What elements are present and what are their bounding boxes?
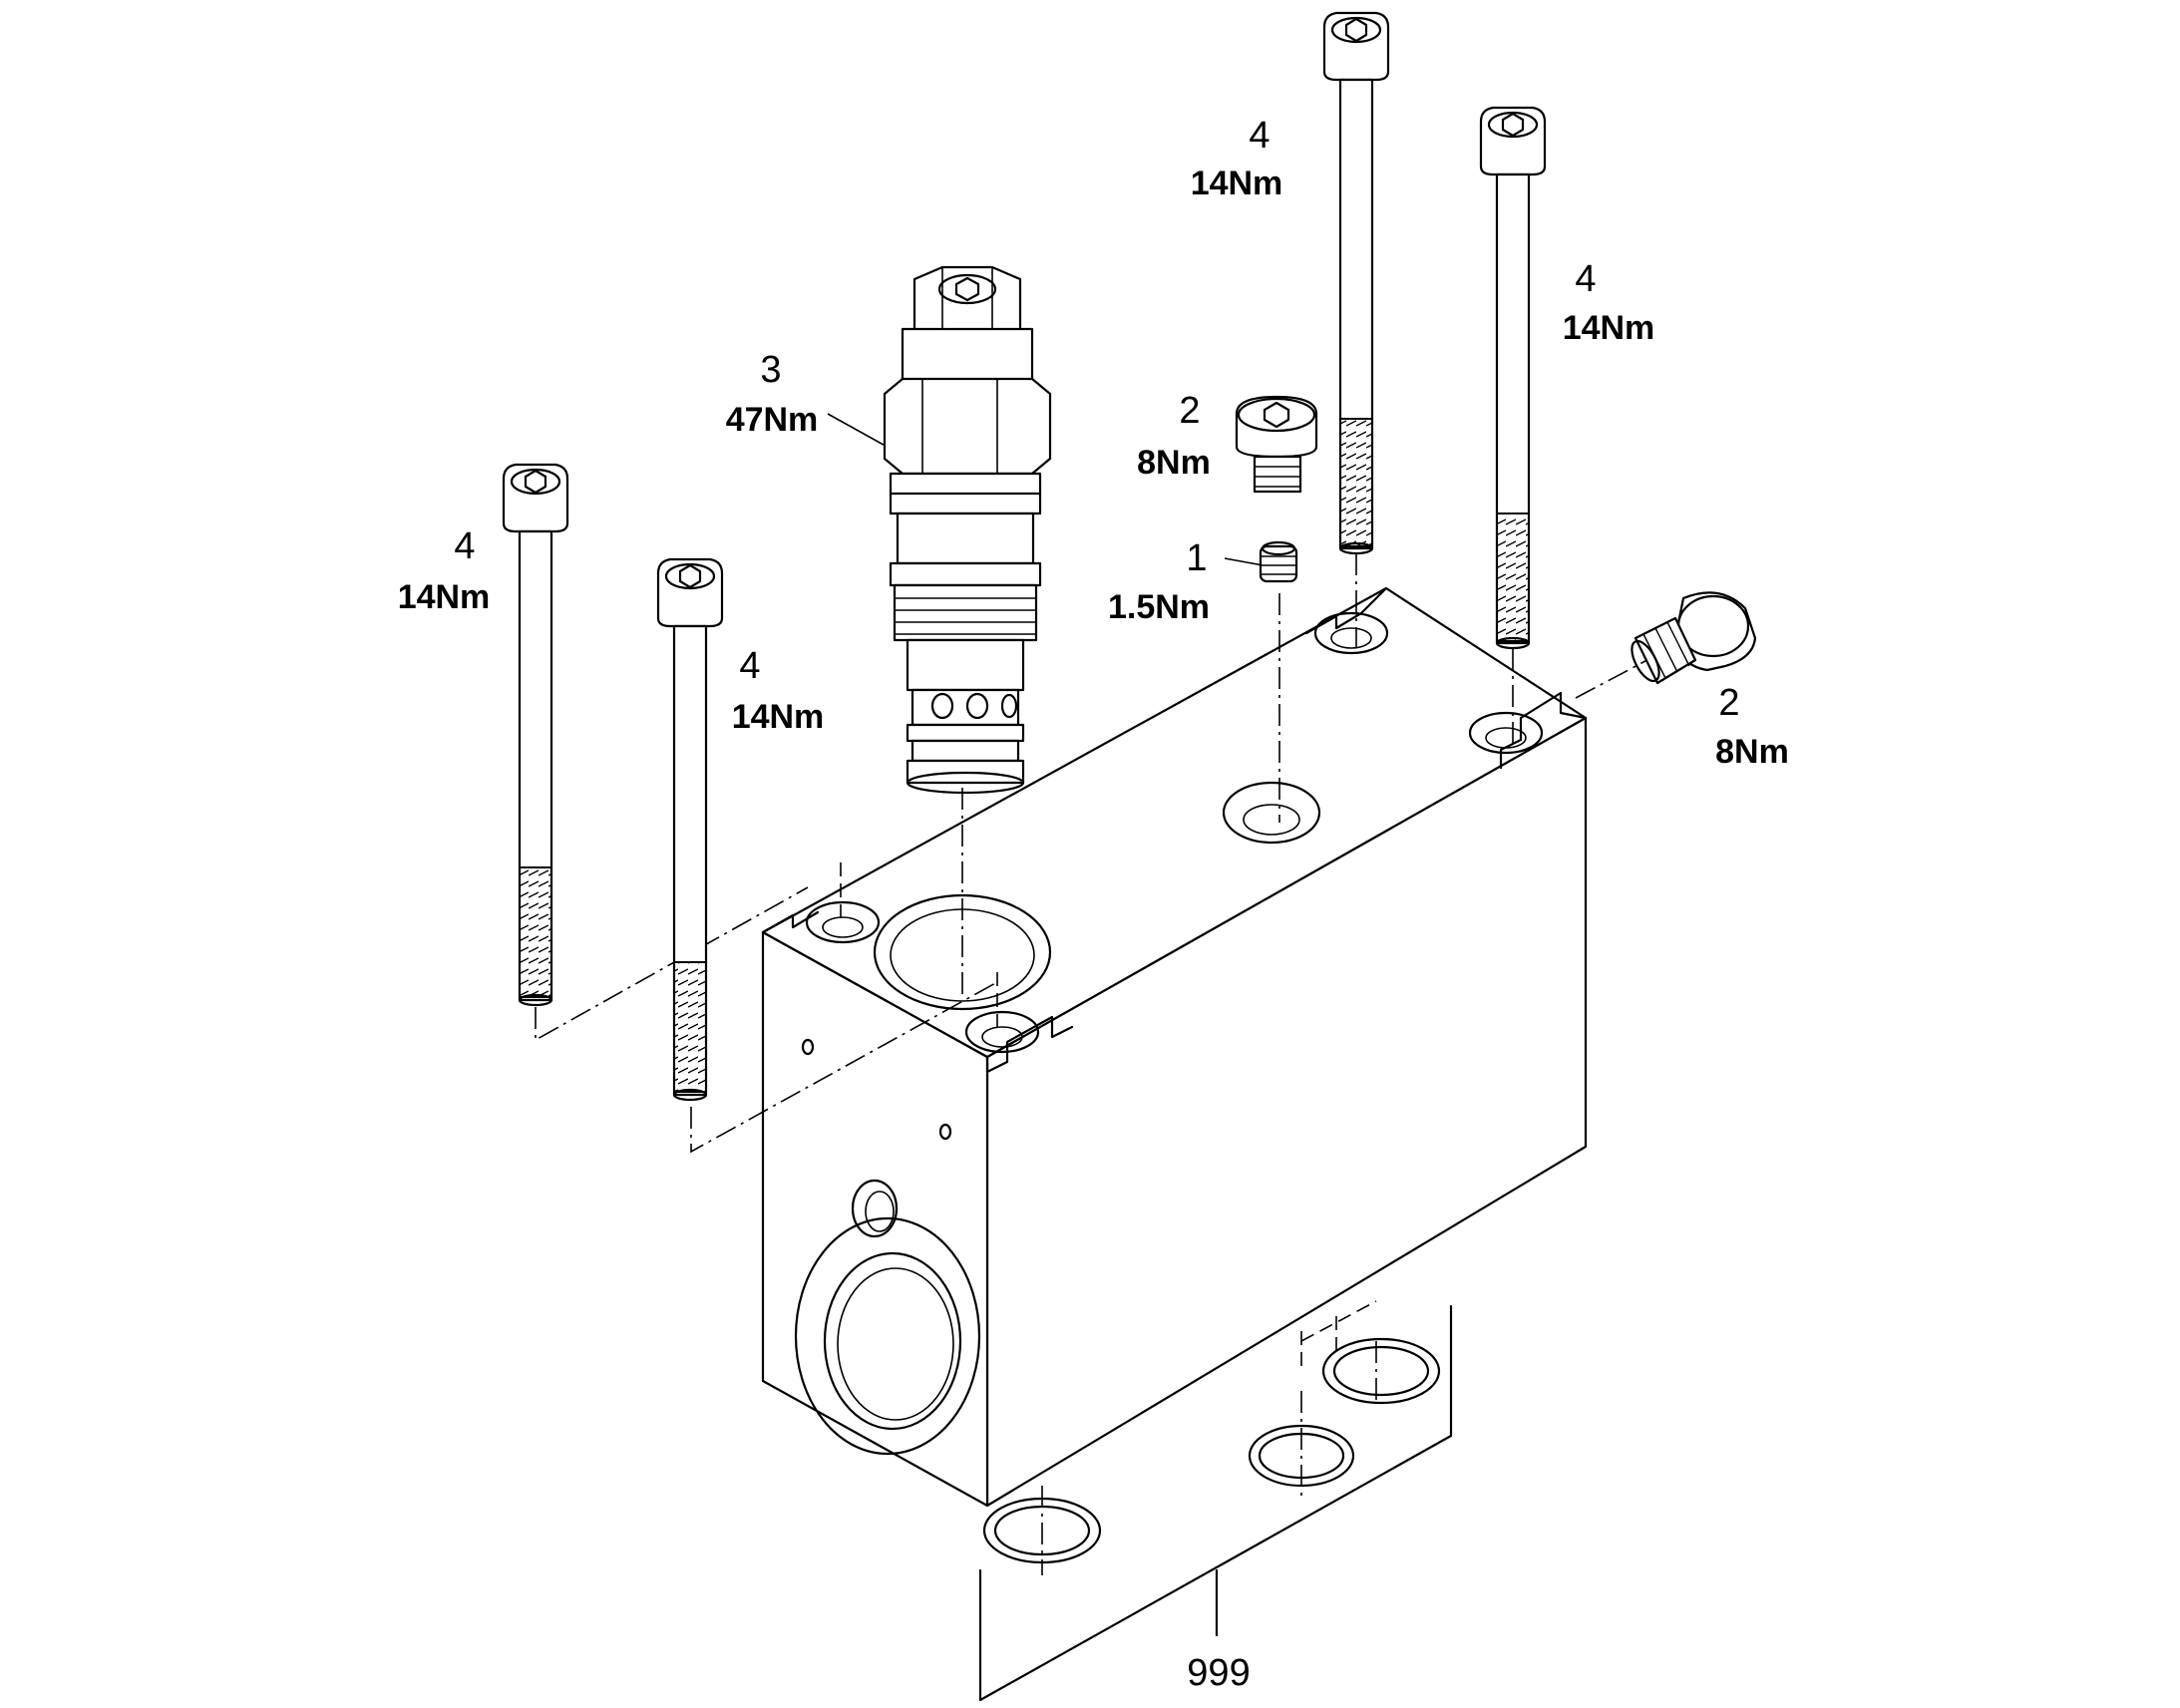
torque-label: 1.5Nm — [1108, 588, 1210, 626]
torque-label: 8Nm — [1137, 444, 1211, 482]
callout-seal-kit: 999 — [1187, 1652, 1250, 1694]
callout-plug-top: 2 8Nm — [1137, 390, 1211, 482]
callout-bolt-right-2: 4 14Nm — [1563, 258, 1655, 347]
item-number-label: 4 — [1575, 258, 1596, 300]
callout-bolt-left-1: 4 14Nm — [398, 525, 491, 616]
callout-cartridge-valve: 3 47Nm — [726, 349, 819, 439]
torque-label: 47Nm — [726, 401, 819, 439]
item-number-label: 3 — [760, 349, 781, 391]
callout-set-screw: 1 1.5Nm — [1108, 537, 1210, 626]
item-number-label: 4 — [1249, 115, 1270, 157]
item-number-label: 2 — [1179, 390, 1200, 432]
torque-label: 14Nm — [398, 578, 491, 616]
valve-block — [761, 586, 1588, 1508]
callout-bolt-left-2: 4 14Nm — [732, 645, 825, 736]
set-screw — [1259, 540, 1298, 583]
bolt-left-1 — [502, 463, 569, 1007]
item-number-label: 4 — [454, 525, 475, 567]
callout-plug-side: 2 8Nm — [1715, 682, 1789, 771]
torque-label: 14Nm — [732, 698, 825, 736]
item-number-label: 2 — [1718, 682, 1739, 724]
callout-bolt-right-1: 4 14Nm — [1191, 115, 1283, 202]
item-number-label: 4 — [739, 645, 760, 687]
plug-side — [1631, 591, 1757, 685]
torque-label: 14Nm — [1563, 309, 1655, 347]
item-number-label: 1 — [1186, 537, 1207, 579]
item-number-label: 999 — [1187, 1652, 1250, 1694]
plug-top — [1235, 395, 1318, 494]
bolt-right-2 — [1479, 106, 1547, 650]
torque-label: 8Nm — [1715, 733, 1789, 771]
bolt-right-1 — [1322, 11, 1390, 555]
bolt-left-2 — [656, 557, 724, 1102]
seal-kit-o-rings — [978, 1304, 1453, 1702]
torque-label: 14Nm — [1191, 165, 1283, 202]
cartridge-valve — [883, 265, 1052, 795]
